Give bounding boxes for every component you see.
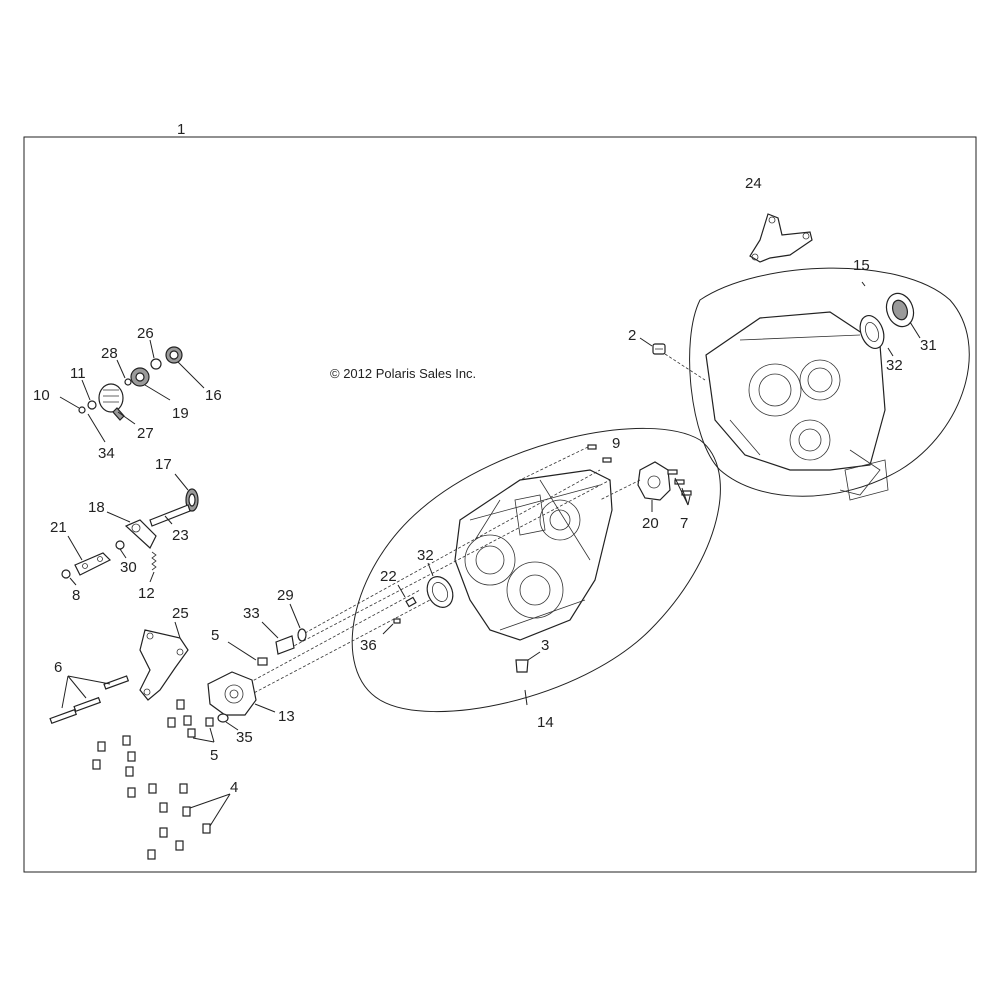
callout-2[interactable]: 2 (628, 327, 636, 344)
callout-19[interactable]: 19 (172, 405, 189, 422)
callout-20[interactable]: 20 (642, 515, 659, 532)
callout-12[interactable]: 12 (138, 585, 155, 602)
callout-34[interactable]: 34 (98, 445, 115, 462)
callout-3[interactable]: 3 (541, 637, 549, 654)
bolt-5-lower[interactable] (187, 717, 214, 738)
bracket-25[interactable] (139, 629, 189, 701)
callout-5-lower[interactable]: 5 (210, 747, 218, 764)
washer-30[interactable] (115, 540, 125, 550)
callout-11[interactable]: 11 (70, 365, 86, 382)
seal-32-left[interactable] (422, 572, 457, 611)
housing-15-part[interactable] (705, 311, 889, 501)
gear-17[interactable] (185, 488, 199, 512)
bolt-6[interactable] (49, 675, 130, 725)
spring-12[interactable] (151, 551, 157, 571)
callout-4[interactable]: 4 (230, 779, 238, 796)
o-ring-29[interactable] (297, 628, 307, 642)
callout-21[interactable]: 21 (50, 519, 67, 536)
callout-28[interactable]: 28 (101, 345, 118, 362)
callout-13[interactable]: 13 (278, 708, 295, 725)
callout-16[interactable]: 16 (205, 387, 222, 404)
part-26[interactable] (150, 358, 162, 370)
drain-plug-3[interactable] (515, 659, 529, 673)
shaft-23[interactable] (149, 504, 191, 527)
housing-14-part[interactable] (454, 469, 613, 641)
callout-10[interactable]: 10 (33, 387, 50, 404)
callout-31[interactable]: 31 (920, 337, 937, 354)
housing-15-group: 15 32 31 (689, 257, 970, 501)
callout-23[interactable]: 23 (172, 527, 189, 544)
housing-14-group: 14 (351, 427, 721, 731)
pin-22[interactable] (405, 596, 417, 608)
pin-36[interactable] (393, 618, 401, 624)
callout-25[interactable]: 25 (172, 605, 189, 622)
callout-22[interactable]: 22 (380, 568, 397, 585)
assembly-frame (23, 136, 977, 873)
callout-5-upper[interactable]: 5 (211, 627, 219, 644)
callout-9[interactable]: 9 (612, 435, 620, 452)
bolt-5-upper[interactable] (257, 657, 268, 666)
nut-8[interactable] (61, 569, 71, 579)
callout-7[interactable]: 7 (680, 515, 688, 532)
callout-33[interactable]: 33 (243, 605, 260, 622)
callout-26[interactable]: 26 (137, 325, 154, 342)
bolt-7[interactable] (667, 469, 692, 496)
plug-2[interactable] (652, 343, 666, 355)
housing-14-outline (351, 427, 721, 713)
bearing-16[interactable] (165, 346, 183, 364)
cover-20[interactable] (637, 461, 671, 501)
bracket-24[interactable] (749, 213, 813, 263)
callout-30[interactable]: 30 (120, 559, 137, 576)
clip-10[interactable] (78, 406, 86, 414)
cover-13[interactable] (207, 671, 257, 716)
copyright-text: © 2012 Polaris Sales Inc. (330, 366, 476, 381)
callout-32-left[interactable]: 32 (417, 547, 434, 564)
dowel-9[interactable] (587, 444, 612, 463)
sensor-27[interactable] (98, 383, 125, 421)
callout-17[interactable]: 17 (155, 456, 172, 473)
callout-6[interactable]: 6 (54, 659, 62, 676)
lever-21[interactable] (74, 552, 112, 576)
bolt-set-4[interactable] (92, 699, 211, 860)
callout-35[interactable]: 35 (236, 729, 253, 746)
part-28[interactable] (124, 378, 132, 386)
arm-18[interactable] (124, 519, 157, 549)
callout-29[interactable]: 29 (277, 587, 294, 604)
seal-35[interactable] (217, 713, 229, 723)
seal-32-right[interactable] (856, 312, 888, 351)
washer-11[interactable] (87, 400, 97, 410)
housing-15-outline (689, 267, 970, 497)
callout-1[interactable]: 1 (177, 121, 185, 138)
gear-19[interactable] (130, 367, 150, 387)
callout-32-right[interactable]: 32 (886, 357, 903, 374)
callout-8[interactable]: 8 (72, 587, 80, 604)
callout-27[interactable]: 27 (137, 425, 154, 442)
callout-36[interactable]: 36 (360, 637, 377, 654)
callout-18[interactable]: 18 (88, 499, 105, 516)
bearing-31[interactable] (882, 290, 918, 331)
callout-14[interactable]: 14 (537, 714, 554, 731)
callout-15[interactable]: 15 (853, 257, 870, 274)
callout-24[interactable]: 24 (745, 175, 762, 192)
fitting-33[interactable] (275, 635, 295, 655)
